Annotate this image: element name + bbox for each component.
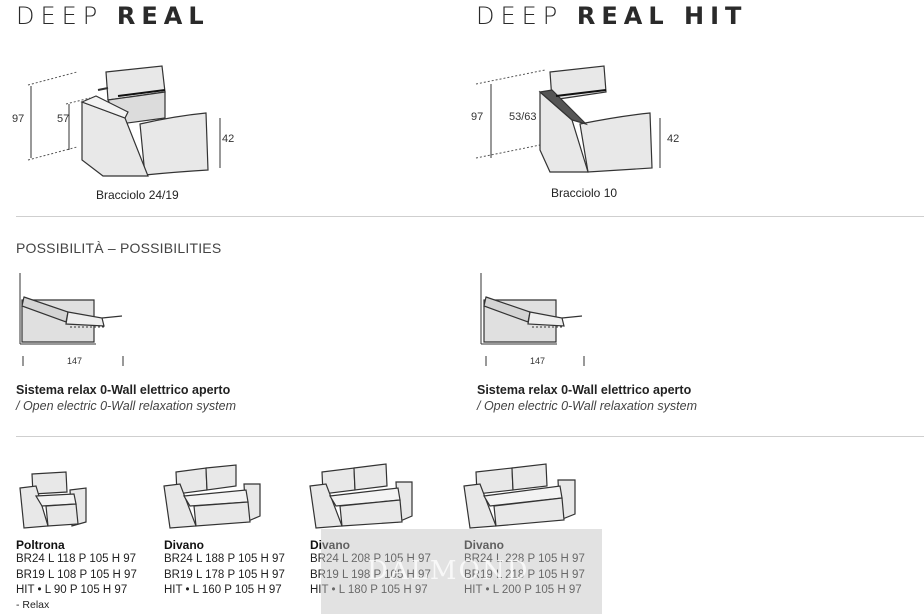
product-spec: BR19 L 218 P 105 H 97 (464, 568, 585, 581)
product-note: - Relax (16, 598, 50, 611)
relax-right-subtitle: / Open electric 0-Wall relaxation system (477, 399, 697, 413)
deep-real-height: 97 (12, 113, 25, 125)
product-name: Divano (164, 538, 205, 552)
deep-real-hit-armrest: Bracciolo 10 (551, 186, 618, 200)
product-spec: BR24 L 118 P 105 H 97 (16, 553, 136, 565)
relax-left-length: 147 (67, 356, 83, 366)
product-spec: HIT • L 160 P 105 H 97 (164, 584, 282, 596)
product-spec: BR24 L 188 P 105 H 97 (164, 553, 285, 565)
product-name: Poltrona (16, 538, 65, 552)
product-name: Divano (464, 538, 505, 552)
product-spec: BR19 L 198 P 105 H 97 (310, 568, 431, 581)
deep-real-hit-height: 97 (471, 111, 484, 123)
product-spec: BR19 L 178 P 105 H 97 (164, 568, 285, 581)
product-spec: HIT • L 90 P 105 H 97 (16, 584, 128, 596)
deep-real-hit-seat-back: 53/63 (509, 111, 537, 123)
possibilities-title: POSSIBILITÀ – POSSIBILITIES (16, 240, 222, 256)
title-deep-real: DEEP REAL (16, 2, 210, 30)
deep-real-hit-seat-height: 42 (667, 133, 680, 145)
title-bold: REAL (116, 2, 210, 30)
product-divano-208: Divano BR24 L 208 P 105 H 97 BR19 L 198 … (310, 538, 431, 599)
product-poltrona: Poltrona BR24 L 118 P 105 H 97 BR19 L 10… (16, 538, 137, 612)
title-light: DEEP (16, 2, 104, 30)
deep-real-seat-back: 57 (57, 113, 70, 125)
relax-right-title: Sistema relax 0-Wall elettrico aperto (477, 383, 692, 397)
product-divano-228: Divano BR24 L 228 P 105 H 97 BR19 L 218 … (464, 538, 585, 599)
watermark-logo: DALMOND (367, 556, 530, 586)
product-spec: HIT • L 200 P 105 H 97 (464, 584, 582, 596)
title-deep-real-hit: DEEP REAL HIT (476, 2, 747, 30)
product-divano-188: Divano BR24 L 188 P 105 H 97 BR19 L 178 … (164, 538, 285, 599)
product-spec: BR24 L 208 P 105 H 97 (310, 553, 431, 565)
title-light: DEEP (476, 2, 564, 30)
deep-real-seat-height: 42 (222, 133, 235, 145)
relax-left-title: Sistema relax 0-Wall elettrico aperto (16, 383, 231, 397)
deep-real-armrest: Bracciolo 24/19 (96, 188, 179, 202)
product-name: Divano (310, 538, 351, 552)
relax-right-length: 147 (530, 356, 546, 366)
product-spec: BR19 L 108 P 105 H 97 (16, 568, 137, 581)
relax-left-subtitle: / Open electric 0-Wall relaxation system (16, 399, 236, 413)
watermark-overlay (321, 529, 602, 614)
product-spec: HIT • L 180 P 105 H 97 (310, 584, 428, 596)
title-bold: REAL HIT (576, 2, 748, 30)
product-spec: BR24 L 228 P 105 H 97 (464, 553, 585, 565)
